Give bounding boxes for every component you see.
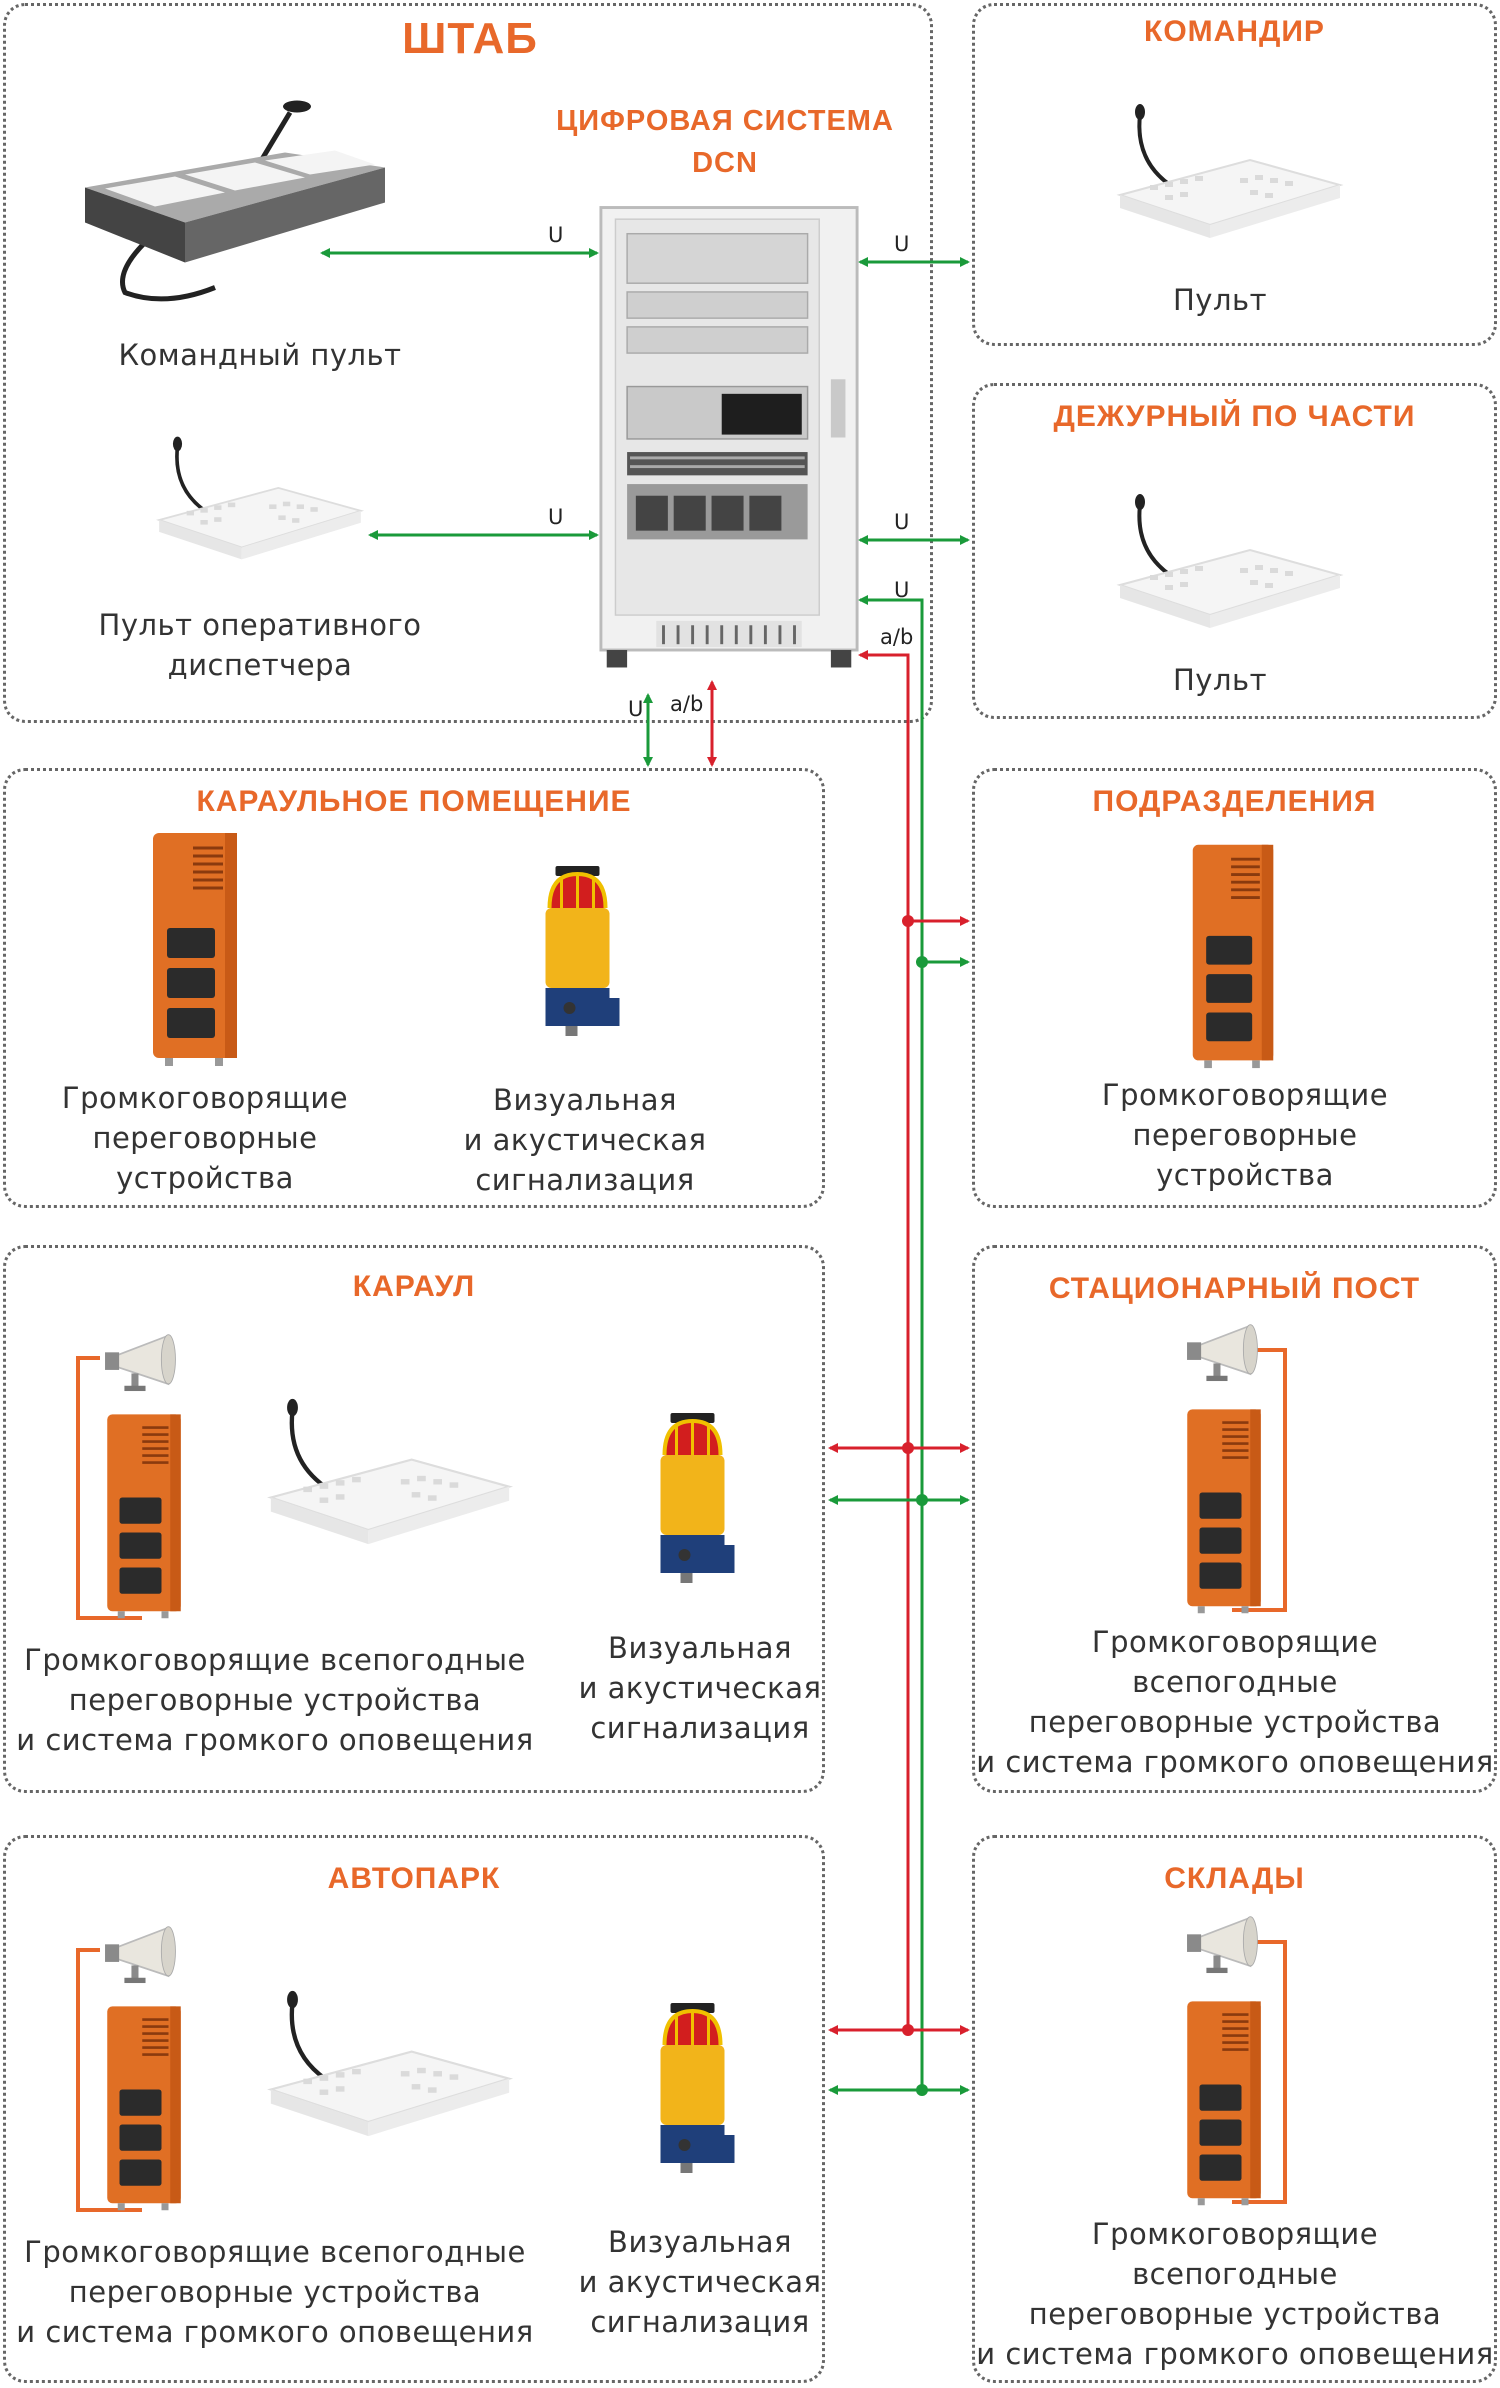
guard-beacon-image: [640, 1405, 745, 1605]
motor-pool-zone: [3, 1835, 825, 2383]
motor-pool-title: АВТОПАРК: [327, 1862, 501, 1895]
duty-officer-title: ДЕЖУРНЫЙ ПО ЧАСТИ: [1053, 400, 1416, 433]
guard-horn-image: [104, 1333, 177, 1392]
green-bus: [858, 595, 924, 2090]
warehouses-horn-image: [1186, 1915, 1259, 1974]
guard-console-image: [260, 1370, 520, 1560]
command-console-label: Командный пульт: [118, 338, 402, 372]
guard-title: КАРАУЛ: [352, 1270, 476, 1303]
label-u-commander: U: [894, 232, 910, 256]
label-u-down: U: [628, 697, 644, 721]
motor-pool-beacon-image: [640, 1995, 745, 2195]
fixed-post-zone: [972, 1245, 1497, 1793]
dcn-rack-image: [599, 205, 859, 670]
guard-room-title: КАРАУЛЬНОЕ ПОМЕЩЕНИЕ: [196, 785, 632, 818]
guard-zone: [3, 1245, 825, 1793]
units-intercom-image: [1191, 843, 1275, 1070]
commander-zone: [972, 3, 1497, 346]
warehouses-intercom-image: [1185, 2000, 1263, 2207]
fixed-post-title: СТАЦИОНАРНЫЙ ПОСТ: [1048, 1272, 1421, 1305]
duty-officer-console-label: Пульт: [1173, 663, 1267, 697]
warehouses-title: СКЛАДЫ: [1164, 1862, 1305, 1895]
guard-room-intercom-image: [151, 831, 239, 1068]
system-title-line1: ЦИФРОВАЯ СИСТЕМА: [556, 105, 894, 137]
guard-intercom-image: [105, 1413, 183, 1620]
operator-console-image: [150, 400, 370, 585]
hq-title: ШТАБ: [402, 14, 538, 63]
red-bus: [858, 650, 910, 2030]
motor-pool-intercom-image: [105, 2005, 183, 2212]
label-u-operator: U: [548, 505, 564, 529]
guard-room-beacon-image: [525, 858, 630, 1058]
hq-zone: [3, 3, 933, 723]
duty-officer-zone: [972, 383, 1497, 719]
system-title-line2: DCN: [692, 147, 758, 179]
label-u-duty: U: [894, 510, 910, 534]
commander-console-label: Пульт: [1173, 283, 1267, 317]
label-u-command: U: [548, 223, 564, 247]
commander-console-image: [1110, 65, 1350, 265]
label-ab-down: a/b: [670, 692, 704, 716]
command-console-image: [75, 80, 395, 325]
commander-title: КОМАНДИР: [1144, 15, 1325, 48]
fixed-post-horn-image: [1186, 1323, 1259, 1382]
warehouses-zone: [972, 1835, 1497, 2383]
motor-pool-horn-image: [104, 1925, 177, 1984]
units-title: ПОДРАЗДЕЛЕНИЯ: [1092, 785, 1377, 818]
motor-pool-console-image: [260, 1962, 520, 2152]
label-u-bus: U: [894, 578, 910, 602]
units-zone: [972, 768, 1497, 1208]
label-ab-bus: a/b: [880, 625, 914, 649]
fixed-post-intercom-image: [1185, 1408, 1263, 1615]
guard-room-zone: [3, 768, 825, 1208]
duty-officer-console-image: [1110, 455, 1350, 655]
